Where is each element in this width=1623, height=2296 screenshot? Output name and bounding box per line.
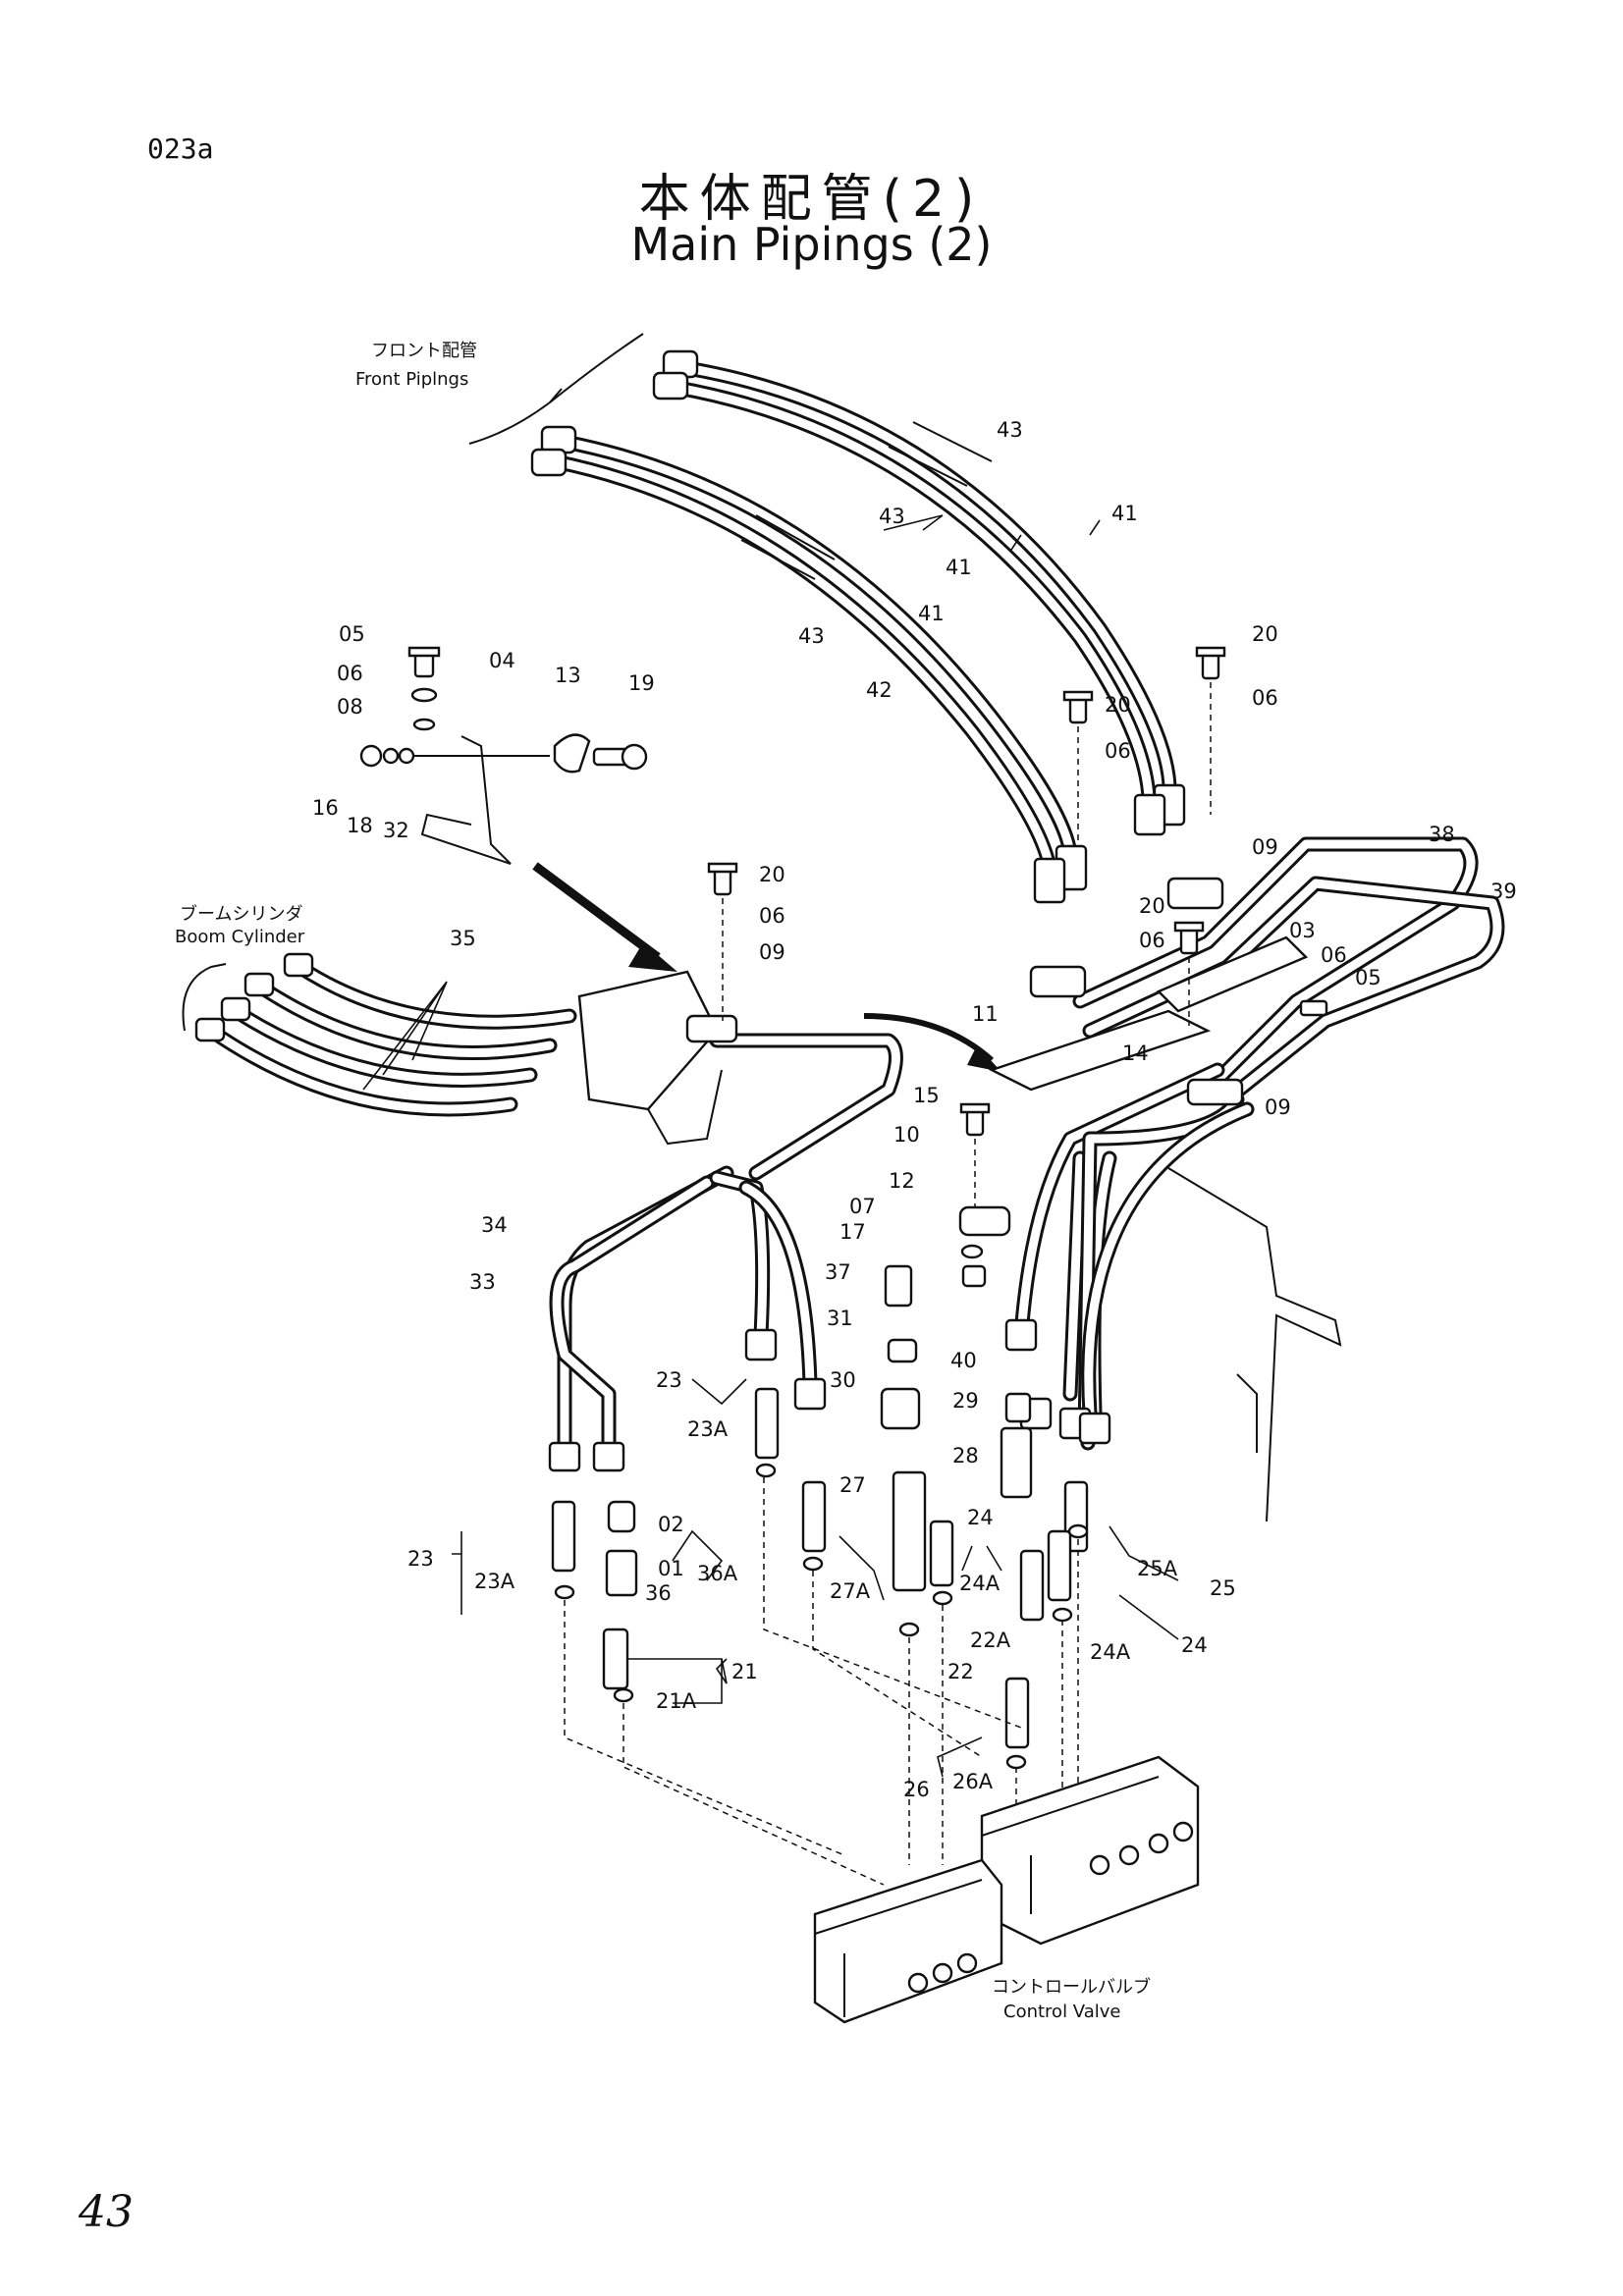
callout-04: 04 bbox=[489, 649, 515, 672]
callout-07: 07 bbox=[849, 1195, 876, 1218]
boom-hose-assembly bbox=[194, 952, 723, 1146]
callout-39: 39 bbox=[1490, 880, 1517, 903]
callout-37: 37 bbox=[825, 1260, 851, 1284]
callout-16: 16 bbox=[312, 796, 339, 820]
page-code: 023a bbox=[147, 133, 214, 165]
callout-34: 34 bbox=[481, 1213, 508, 1237]
control-valve-label-jp: コントロールバルブ bbox=[992, 1976, 1151, 1998]
callout-13: 13 bbox=[555, 664, 581, 687]
callout-05: 05 bbox=[1355, 966, 1381, 989]
clamp-assembly bbox=[359, 646, 648, 865]
callout-32: 32 bbox=[383, 819, 409, 842]
callout-27: 27 bbox=[839, 1473, 866, 1497]
front-pipings-label-en: Front Piplngs bbox=[355, 369, 468, 390]
callout-23: 23 bbox=[656, 1368, 682, 1392]
callout-06: 06 bbox=[759, 904, 785, 928]
callout-26: 26 bbox=[903, 1778, 930, 1801]
callout-20: 20 bbox=[1139, 894, 1165, 918]
callout-06: 06 bbox=[1105, 739, 1131, 763]
callout-36A: 36A bbox=[697, 1562, 738, 1585]
callout-25: 25 bbox=[1210, 1576, 1236, 1600]
page-number: 43 bbox=[79, 2187, 134, 2237]
callout-20: 20 bbox=[759, 863, 785, 886]
callout-09: 09 bbox=[1252, 835, 1278, 859]
callout-41: 41 bbox=[1111, 502, 1138, 525]
callout-38: 38 bbox=[1429, 823, 1455, 846]
callout-06: 06 bbox=[1321, 943, 1347, 967]
callout-17: 17 bbox=[839, 1220, 866, 1244]
callout-06: 06 bbox=[337, 662, 363, 685]
callout-28: 28 bbox=[952, 1444, 979, 1468]
callout-43: 43 bbox=[997, 418, 1023, 442]
callout-24A: 24A bbox=[1090, 1640, 1131, 1664]
alignment-lines bbox=[564, 682, 1212, 1886]
callout-31: 31 bbox=[827, 1307, 853, 1330]
callout-18: 18 bbox=[347, 814, 373, 837]
steel-pipes bbox=[548, 836, 1505, 1522]
hose-fitting bbox=[652, 371, 689, 400]
callout-21: 21 bbox=[731, 1660, 758, 1683]
callout-03: 03 bbox=[1289, 919, 1316, 942]
leader-lines bbox=[362, 514, 1179, 1778]
callout-22: 22 bbox=[947, 1660, 974, 1683]
callout-23A: 23A bbox=[474, 1570, 515, 1593]
callout-05: 05 bbox=[339, 622, 365, 646]
callout-15: 15 bbox=[913, 1084, 940, 1107]
callout-24A: 24A bbox=[959, 1572, 1001, 1595]
callout-02: 02 bbox=[658, 1513, 684, 1536]
callouts: 43 43 43 41 41 41 42 05 06 08 04 13 19 1… bbox=[312, 418, 1517, 1801]
callout-29: 29 bbox=[952, 1389, 979, 1413]
callout-43: 43 bbox=[798, 624, 825, 648]
callout-23: 23 bbox=[407, 1547, 434, 1571]
callout-20: 20 bbox=[1105, 693, 1131, 717]
callout-19: 19 bbox=[628, 671, 655, 695]
boom-cylinder-label-en: Boom Cylinder bbox=[175, 927, 305, 947]
fittings bbox=[551, 646, 1328, 1770]
front-pipings-label-jp: フロント配管 bbox=[371, 341, 477, 361]
control-valve bbox=[813, 1755, 1200, 2024]
callout-21A: 21A bbox=[656, 1689, 697, 1713]
callout-42: 42 bbox=[866, 678, 893, 702]
callout-41: 41 bbox=[946, 556, 972, 579]
callout-08: 08 bbox=[337, 695, 363, 719]
hose-fitting bbox=[1133, 793, 1166, 836]
callout-26A: 26A bbox=[952, 1770, 994, 1793]
boom-cylinder-group: ブームシリンダ Boom Cylinder bbox=[175, 903, 305, 1032]
callout-41: 41 bbox=[918, 602, 945, 625]
callout-43: 43 bbox=[879, 505, 905, 528]
callout-24: 24 bbox=[1181, 1633, 1208, 1657]
callout-06: 06 bbox=[1139, 929, 1165, 952]
callout-12: 12 bbox=[889, 1169, 915, 1193]
callout-24: 24 bbox=[967, 1506, 994, 1529]
callout-23A: 23A bbox=[687, 1417, 729, 1441]
callout-22A: 22A bbox=[970, 1629, 1011, 1652]
callout-11: 11 bbox=[972, 1002, 999, 1026]
page-title-japanese: 本体配管(2) bbox=[638, 170, 985, 229]
callout-09: 09 bbox=[759, 940, 785, 964]
callout-09: 09 bbox=[1265, 1095, 1291, 1119]
hose-fitting bbox=[1033, 857, 1066, 904]
callout-30: 30 bbox=[830, 1368, 856, 1392]
callout-14: 14 bbox=[1122, 1041, 1149, 1065]
callout-27A: 27A bbox=[830, 1579, 871, 1603]
control-valve-group: コントロールバルブ Control Valve bbox=[992, 1976, 1151, 2022]
boom-cylinder-label-jp: ブームシリンダ bbox=[180, 903, 302, 925]
callout-20: 20 bbox=[1252, 622, 1278, 646]
hose-fitting bbox=[530, 448, 568, 477]
callout-01: 01 bbox=[658, 1557, 684, 1580]
callout-35: 35 bbox=[450, 927, 476, 950]
callout-36: 36 bbox=[645, 1581, 672, 1605]
callout-25A: 25A bbox=[1137, 1557, 1178, 1580]
callout-33: 33 bbox=[469, 1270, 496, 1294]
callout-10: 10 bbox=[893, 1123, 920, 1147]
page-title-english: Main Pipings (2) bbox=[630, 218, 993, 271]
control-valve-label-en: Control Valve bbox=[1003, 2002, 1120, 2022]
callout-06: 06 bbox=[1252, 686, 1278, 710]
front-pipings-group: フロント配管 Front Piplngs bbox=[355, 333, 644, 445]
callout-40: 40 bbox=[950, 1349, 977, 1372]
front-hose-assembly bbox=[530, 349, 1186, 904]
